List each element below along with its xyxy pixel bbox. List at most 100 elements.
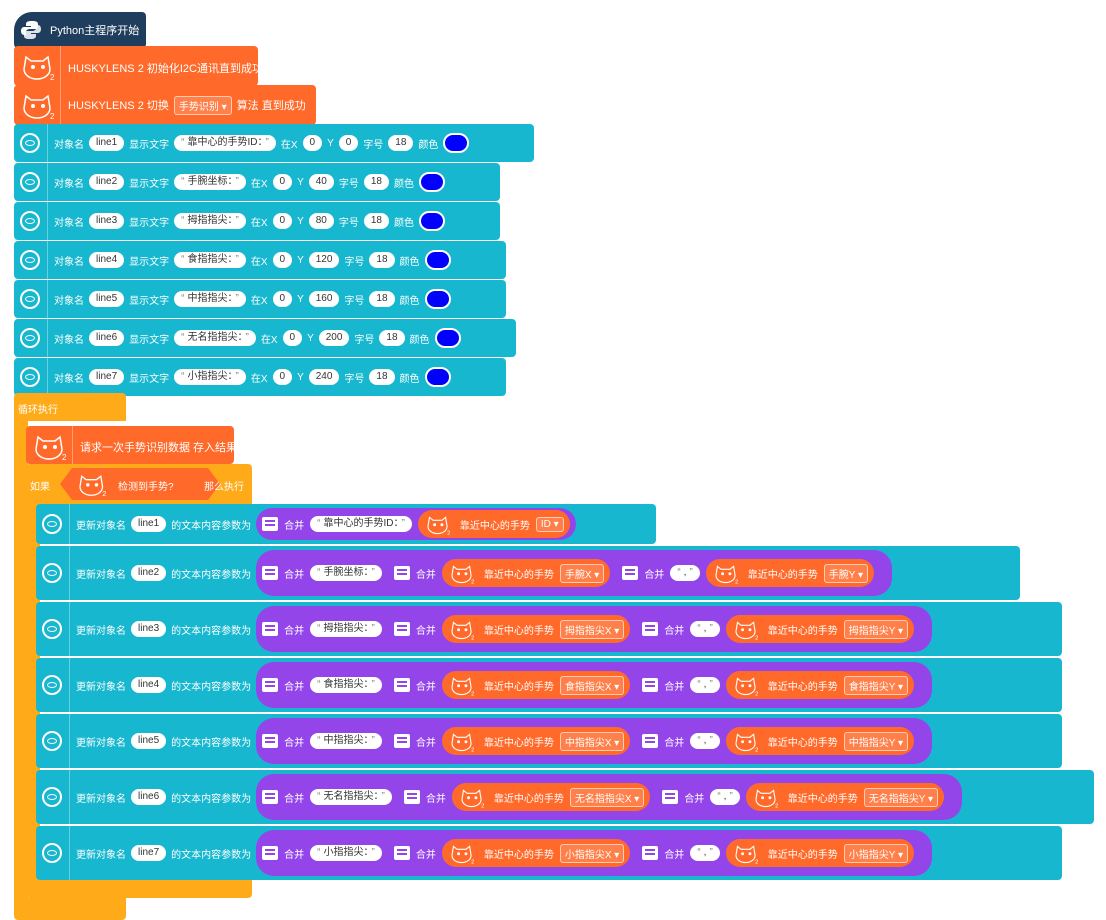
text-input[interactable]: 无名指指尖： [174,330,256,346]
text-input[interactable]: 食指指尖： [174,252,246,268]
y-input[interactable]: 40 [308,174,334,190]
x-input[interactable]: 0 [272,291,293,307]
color-picker[interactable] [418,211,445,231]
text-input[interactable]: 中指指尖： [174,291,246,307]
gesture-property-dropdown[interactable]: 小指指尖Y [843,843,909,863]
update-text-block[interactable]: 更新对象名 line5 的文本内容参数为 合并中指指尖： 合并2靠近中心的手势中… [36,714,1062,768]
font-size-input[interactable]: 18 [363,213,389,229]
font-size-input[interactable]: 18 [369,369,395,385]
color-picker[interactable] [418,172,445,192]
huskylens-switch-block[interactable]: 2 HUSKYLENS 2 切换 手势识别 算法 直到成功 [14,85,316,125]
oled-show-text-block[interactable]: 对象名 line6 显示文字 无名指指尖： 在X 0 Y 200 字号 18 颜… [14,319,516,357]
y-input[interactable]: 0 [338,135,359,151]
gesture-property-dropdown[interactable]: 手腕X [559,563,605,583]
gesture-property-dropdown[interactable]: 食指指尖Y [843,675,909,695]
text-input[interactable]: 拇指指尖： [174,213,246,229]
update-text-block[interactable]: 更新对象名 line2 的文本内容参数为 合并手腕坐标： 合并2靠近中心的手势手… [36,546,1020,600]
join-text-input[interactable]: 小指指尖： [310,845,382,861]
object-name-input[interactable]: line5 [131,733,167,749]
font-size-input[interactable]: 18 [379,330,405,346]
gesture-detected-condition[interactable]: 2 检测到手势? [60,468,220,500]
object-name-input[interactable]: line2 [131,565,167,581]
x-input[interactable]: 0 [272,252,293,268]
object-name-input[interactable]: line7 [131,845,167,861]
comma-input[interactable]: , [690,845,720,861]
x-input[interactable]: 0 [282,330,303,346]
text-input[interactable]: 手腕坐标： [174,174,246,190]
color-picker[interactable] [424,250,451,270]
color-picker[interactable] [424,289,451,309]
oled-show-text-block[interactable]: 对象名 line3 显示文字 拇指指尖： 在X 0 Y 80 字号 18 颜色 [14,202,500,240]
text-input[interactable]: 小指指尖： [174,369,246,385]
gesture-property-dropdown[interactable]: ID [535,516,564,532]
x-input[interactable]: 0 [272,174,293,190]
object-name-input[interactable]: line4 [89,252,125,268]
loop-block[interactable]: 循环执行 [14,393,126,421]
request-data-block[interactable]: 2 请求一次手势识别数据 存入结果 [26,426,237,464]
font-size-input[interactable]: 18 [388,135,414,151]
join-text-input[interactable]: 中指指尖： [310,733,382,749]
join-text-input[interactable]: 食指指尖： [310,677,382,693]
y-input[interactable]: 80 [308,213,334,229]
object-name-input[interactable]: line1 [131,516,167,532]
gesture-property-dropdown[interactable]: 食指指尖X [559,675,625,695]
comma-input[interactable]: , [690,733,720,749]
object-name-input[interactable]: line2 [89,174,125,190]
object-name-input[interactable]: line5 [89,291,125,307]
font-size-input[interactable]: 18 [363,174,389,190]
oled-show-text-block[interactable]: 对象名 line4 显示文字 食指指尖： 在X 0 Y 120 字号 18 颜色 [14,241,506,279]
join-text-input[interactable]: 拇指指尖： [310,621,382,637]
object-name-input[interactable]: line3 [131,621,167,637]
algorithm-dropdown[interactable]: 手势识别 [173,95,232,115]
font-size-input[interactable]: 18 [369,291,395,307]
update-text-block[interactable]: 更新对象名 line7 的文本内容参数为 合并小指指尖： 合并2靠近中心的手势小… [36,826,1062,880]
color-picker[interactable] [424,367,451,387]
y-input[interactable]: 120 [308,252,340,268]
update-text-block[interactable]: 更新对象名 line3 的文本内容参数为 合并拇指指尖： 合并2靠近中心的手势拇… [36,602,1062,656]
comma-input[interactable]: , [710,789,740,805]
x-input[interactable]: 0 [302,135,323,151]
gesture-property-dropdown[interactable]: 无名指指尖Y [863,787,939,807]
oled-show-text-block[interactable]: 对象名 line5 显示文字 中指指尖： 在X 0 Y 160 字号 18 颜色 [14,280,506,318]
huskylens-init-block[interactable]: 2 HUSKYLENS 2 初始化I2C通讯直到成功 [14,46,263,86]
update-text-block[interactable]: 更新对象名 line6 的文本内容参数为 合并无名指指尖： 合并2靠近中心的手势… [36,770,1094,824]
update-text-block[interactable]: 更新对象名 line1 的文本内容参数为 合并靠中心的手势ID：2靠近中心的手势… [36,504,656,544]
y-input[interactable]: 160 [308,291,340,307]
join-text-input[interactable]: 靠中心的手势ID： [310,516,412,532]
object-name-input[interactable]: line6 [131,789,167,805]
gesture-property-dropdown[interactable]: 拇指指尖Y [843,619,909,639]
x-input[interactable]: 0 [272,369,293,385]
comma-input[interactable]: , [690,621,720,637]
oled-show-text-block[interactable]: 对象名 line2 显示文字 手腕坐标： 在X 0 Y 40 字号 18 颜色 [14,163,500,201]
font-size-input[interactable]: 18 [369,252,395,268]
python-main-start-block[interactable]: Python主程序开始 [14,12,146,48]
join-text-input[interactable]: 手腕坐标： [310,565,382,581]
object-name-input[interactable]: line6 [89,330,125,346]
